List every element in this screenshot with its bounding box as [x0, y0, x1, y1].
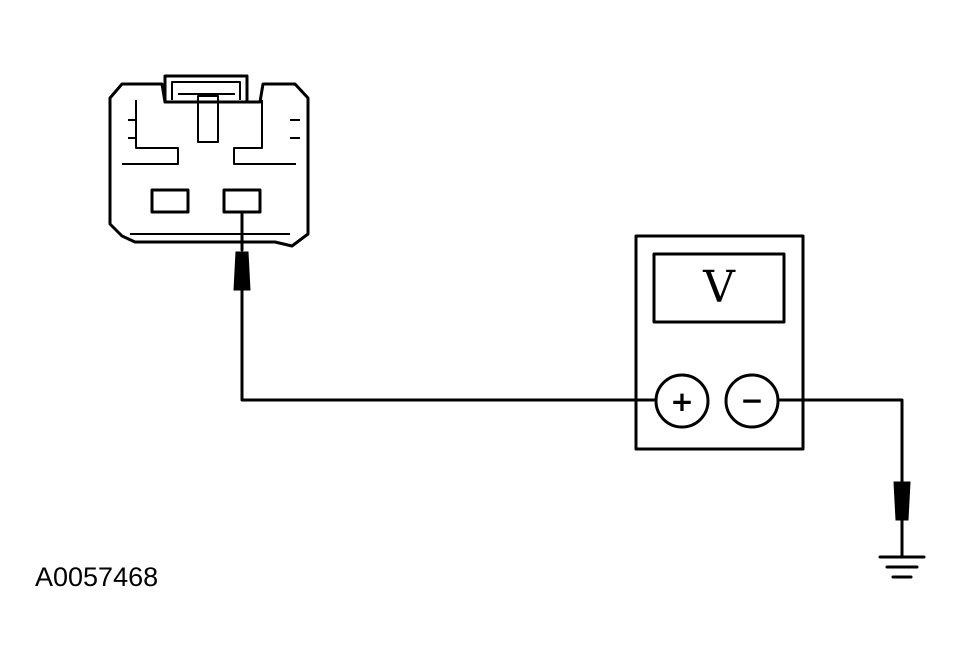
ground-symbol-icon: [878, 555, 926, 579]
connector-left-channel: [122, 100, 179, 165]
probe-pin-ground: [893, 481, 911, 558]
connector-cavity-1: [150, 188, 190, 214]
multimeter-display: [652, 252, 786, 324]
connector-cavity-2: [222, 188, 262, 214]
positive-terminal: [654, 373, 710, 429]
positive-terminal-symbol: +: [670, 385, 693, 418]
multimeter-display-symbol: V: [702, 262, 736, 313]
figure-id-label: A0057468: [35, 562, 159, 592]
connector-latch: [163, 74, 249, 104]
probe-pin-connector: [233, 210, 251, 291]
multimeter-body: [634, 234, 805, 451]
connector-right-channel: [233, 100, 300, 165]
connector-body: [108, 82, 310, 248]
test-lead-positive: [240, 288, 656, 402]
multimeter: V + −: [634, 234, 805, 451]
test-lead-negative: [776, 398, 904, 484]
connector-latch-inner: [171, 81, 241, 100]
connector: [108, 74, 310, 248]
connector-latch-tab: [197, 95, 219, 143]
negative-terminal-symbol: −: [740, 384, 763, 417]
